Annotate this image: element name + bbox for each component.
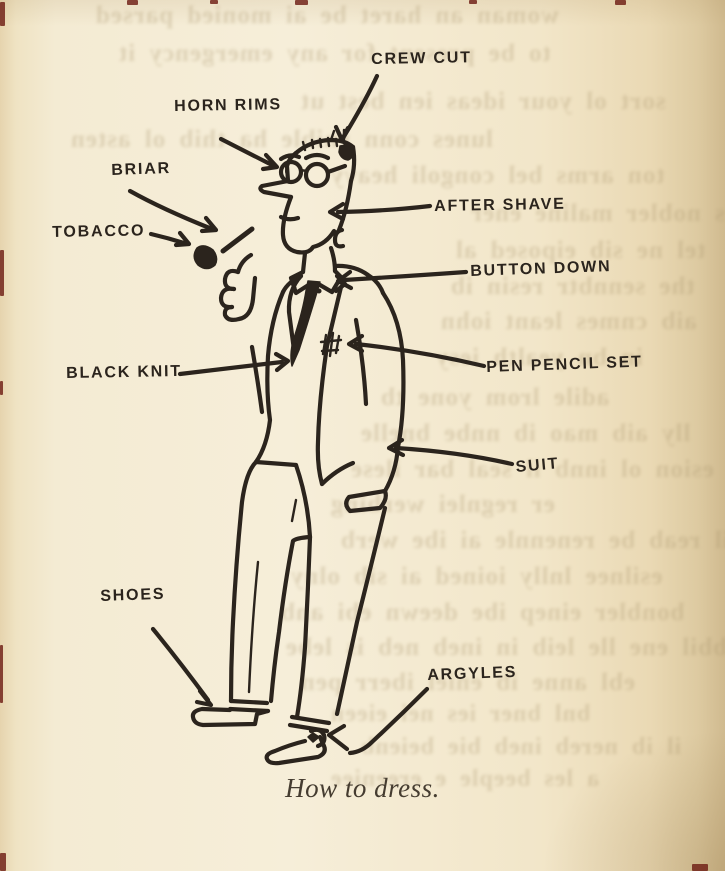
pen-pencil-set-in-pocket <box>319 331 343 358</box>
scan-edge-mark <box>692 864 708 871</box>
scan-edge-mark <box>615 0 626 5</box>
right-shoe <box>264 734 327 766</box>
scan-edge-mark <box>210 0 218 4</box>
callout-label-argyles: ARGYLES <box>427 663 518 684</box>
left-shoe <box>190 706 271 728</box>
arrow-shoes <box>150 626 214 708</box>
scan-edge-mark <box>295 0 308 5</box>
black-knit-tie <box>290 280 321 367</box>
callout-label-horn-rims: HORN RIMS <box>174 96 283 115</box>
callout-label-shoes: SHOES <box>100 585 166 605</box>
callout-label-briar: BRIAR <box>111 159 172 179</box>
suit-jacket <box>249 263 406 540</box>
callout-label-suit: SUIT <box>515 455 560 476</box>
ear <box>332 227 346 249</box>
callout-label-black-knit: BLACK KNIT <box>66 362 183 382</box>
eyebrows <box>278 152 331 162</box>
arrow-pen-pencil-set <box>346 333 487 369</box>
arrow-suit <box>386 437 515 467</box>
arrow-crew-cut <box>333 73 380 143</box>
briar-pipe <box>193 226 255 270</box>
arrow-after-shave <box>327 201 433 222</box>
scan-edge-mark <box>127 0 138 5</box>
arrow-tobacco <box>148 230 192 248</box>
arrow-button-down <box>335 269 469 291</box>
crew-cut-hair <box>293 128 356 161</box>
arrow-black-knit <box>177 351 291 377</box>
illustration-caption: How to dress. <box>285 773 440 803</box>
scan-edge-mark <box>0 2 5 26</box>
scan-edge-mark <box>469 0 477 4</box>
callout-label-crew-cut: CREW CUT <box>371 49 472 68</box>
arrow-briar <box>127 188 219 234</box>
callout-label-tobacco: TOBACCO <box>52 222 146 241</box>
scan-edge-mark <box>0 381 3 395</box>
trousers <box>227 459 388 734</box>
man-figure <box>190 128 406 766</box>
arrow-argyles <box>326 686 430 756</box>
callout-label-after-shave: AFTER SHAVE <box>434 195 566 215</box>
callout-arrows <box>127 73 515 756</box>
scan-edge-mark <box>0 853 6 871</box>
scan-edge-mark <box>0 250 4 296</box>
mouth <box>278 214 301 222</box>
scan-edge-mark <box>0 645 3 703</box>
hand-holding-pipe <box>218 252 258 322</box>
arrow-horn-rims <box>218 136 280 172</box>
horn-rim-glasses <box>278 159 348 189</box>
